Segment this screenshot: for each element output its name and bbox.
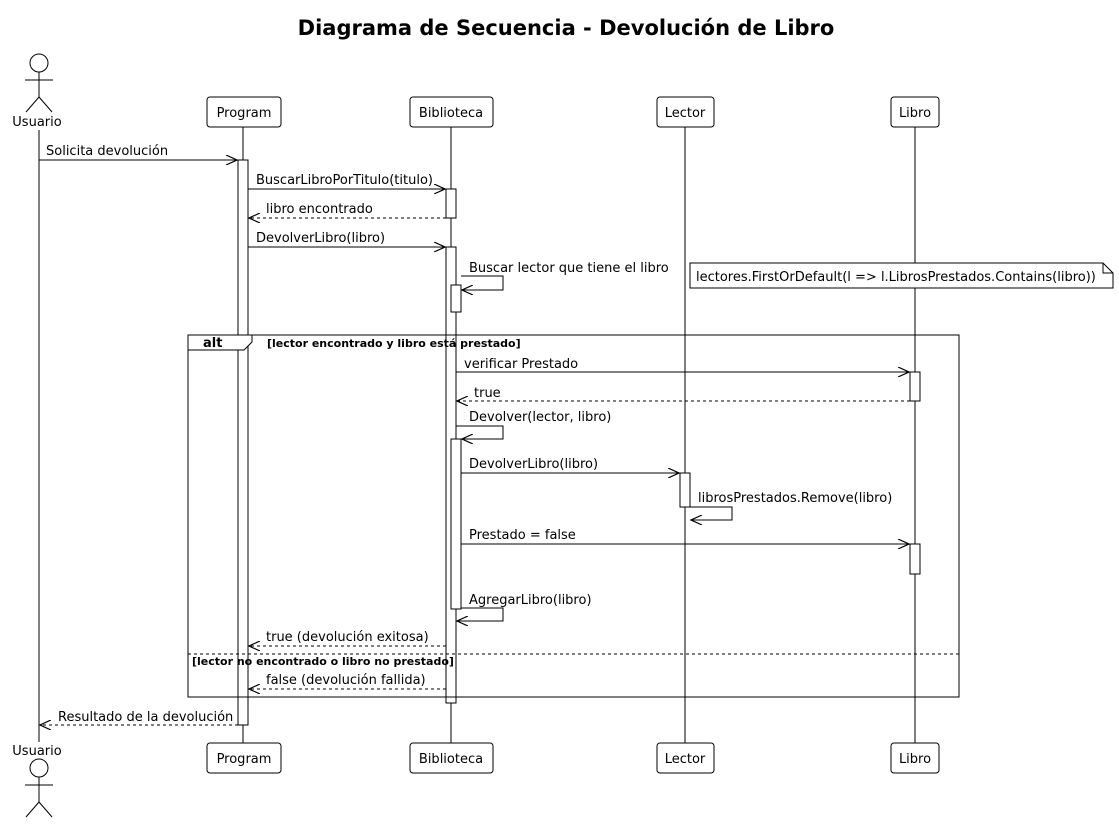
message-resultado: Resultado de la devolución [40,710,238,725]
participant-program-label: Program [217,106,272,121]
participant-libro-label: Libro [899,106,931,121]
participant-lector-label: Lector [665,752,706,767]
participant-biblioteca-bottom: Biblioteca [409,742,494,774]
activation-lector [679,472,691,508]
participant-program-label: Program [217,752,272,767]
participant-lector-bottom: Lector [656,742,715,774]
message-remove-libro: librosPrestados.Remove(libro) [690,491,892,520]
participant-biblioteca-top: Biblioteca [409,96,494,128]
participant-usuario-label: Usuario [12,115,61,130]
message-label: librosPrestados.Remove(libro) [698,491,892,506]
participant-biblioteca-label: Biblioteca [419,106,483,121]
message-label: BuscarLibroPorTitulo(titulo) [256,173,433,188]
note-text: lectores.FirstOrDefault(l => l.LibrosPre… [696,270,1096,285]
alt-fragment: alt [lector encontrado y libro está pres… [187,334,960,698]
message-agregar-libro: AgregarLibro(libro) [457,593,592,621]
message-devolucion-exitosa: true (devolución exitosa) [249,630,446,646]
message-prestado-false: Prestado = false [461,528,909,544]
activation-biblioteca-devolver [450,438,462,610]
message-label: Prestado = false [469,528,576,543]
message-label: Solicita devolución [46,144,168,159]
activation-program [237,159,249,726]
alt-guard-failure: [lector no encontrado o libro no prestad… [192,655,454,668]
diagram-title: Diagrama de Secuencia - Devolución de Li… [298,16,835,40]
message-verificar-prestado: verificar Prestado [456,357,909,372]
message-label: true (devolución exitosa) [266,630,429,645]
message-devolver: Devolver(lector, libro) [456,410,611,439]
message-devolucion-fallida: false (devolución fallida) [249,673,446,689]
activation-biblioteca-find-reader [450,284,462,313]
message-label: verificar Prestado [464,357,578,372]
message-lector-devolver-libro: DevolverLibro(libro) [461,457,679,473]
actor-usuario-bottom: Usuario [12,744,62,818]
participant-usuario-label: Usuario [12,744,61,759]
message-label: true [474,386,501,401]
participant-program-top: Program [206,96,282,128]
activation-biblioteca-search [445,188,457,219]
participant-lector-label: Lector [665,106,706,121]
message-label: Resultado de la devolución [58,710,233,725]
message-label: libro encontrado [266,202,373,217]
activation-libro-check [909,371,921,402]
message-label: false (devolución fallida) [266,673,426,688]
note-firstordefault: lectores.FirstOrDefault(l => l.LibrosPre… [689,262,1114,289]
participant-libro-bottom: Libro [890,742,940,774]
message-buscar-lector: Buscar lector que tiene el libro [461,261,669,290]
alt-guard-success: [lector encontrado y libro está prestado… [267,337,521,350]
message-label: AgregarLibro(libro) [469,593,592,608]
message-label: Buscar lector que tiene el libro [469,261,669,276]
message-solicita-devolucion: Solicita devolución [39,144,237,160]
message-libro-encontrado: libro encontrado [249,202,446,218]
alt-keyword: alt [203,336,222,351]
actor-usuario-top: Usuario [12,53,62,130]
message-label: DevolverLibro(libro) [469,457,598,472]
message-true: true [457,386,910,401]
participant-lector-top: Lector [656,96,715,128]
activation-libro-update [909,543,921,575]
message-label: Devolver(lector, libro) [469,410,611,425]
participant-libro-label: Libro [899,752,931,767]
participant-program-bottom: Program [206,742,282,774]
message-label: DevolverLibro(libro) [256,231,385,246]
message-devolver-libro: DevolverLibro(libro) [248,231,445,247]
message-buscar-libro: BuscarLibroPorTitulo(titulo) [248,173,445,189]
participant-libro-top: Libro [890,96,940,128]
participant-biblioteca-label: Biblioteca [419,752,483,767]
